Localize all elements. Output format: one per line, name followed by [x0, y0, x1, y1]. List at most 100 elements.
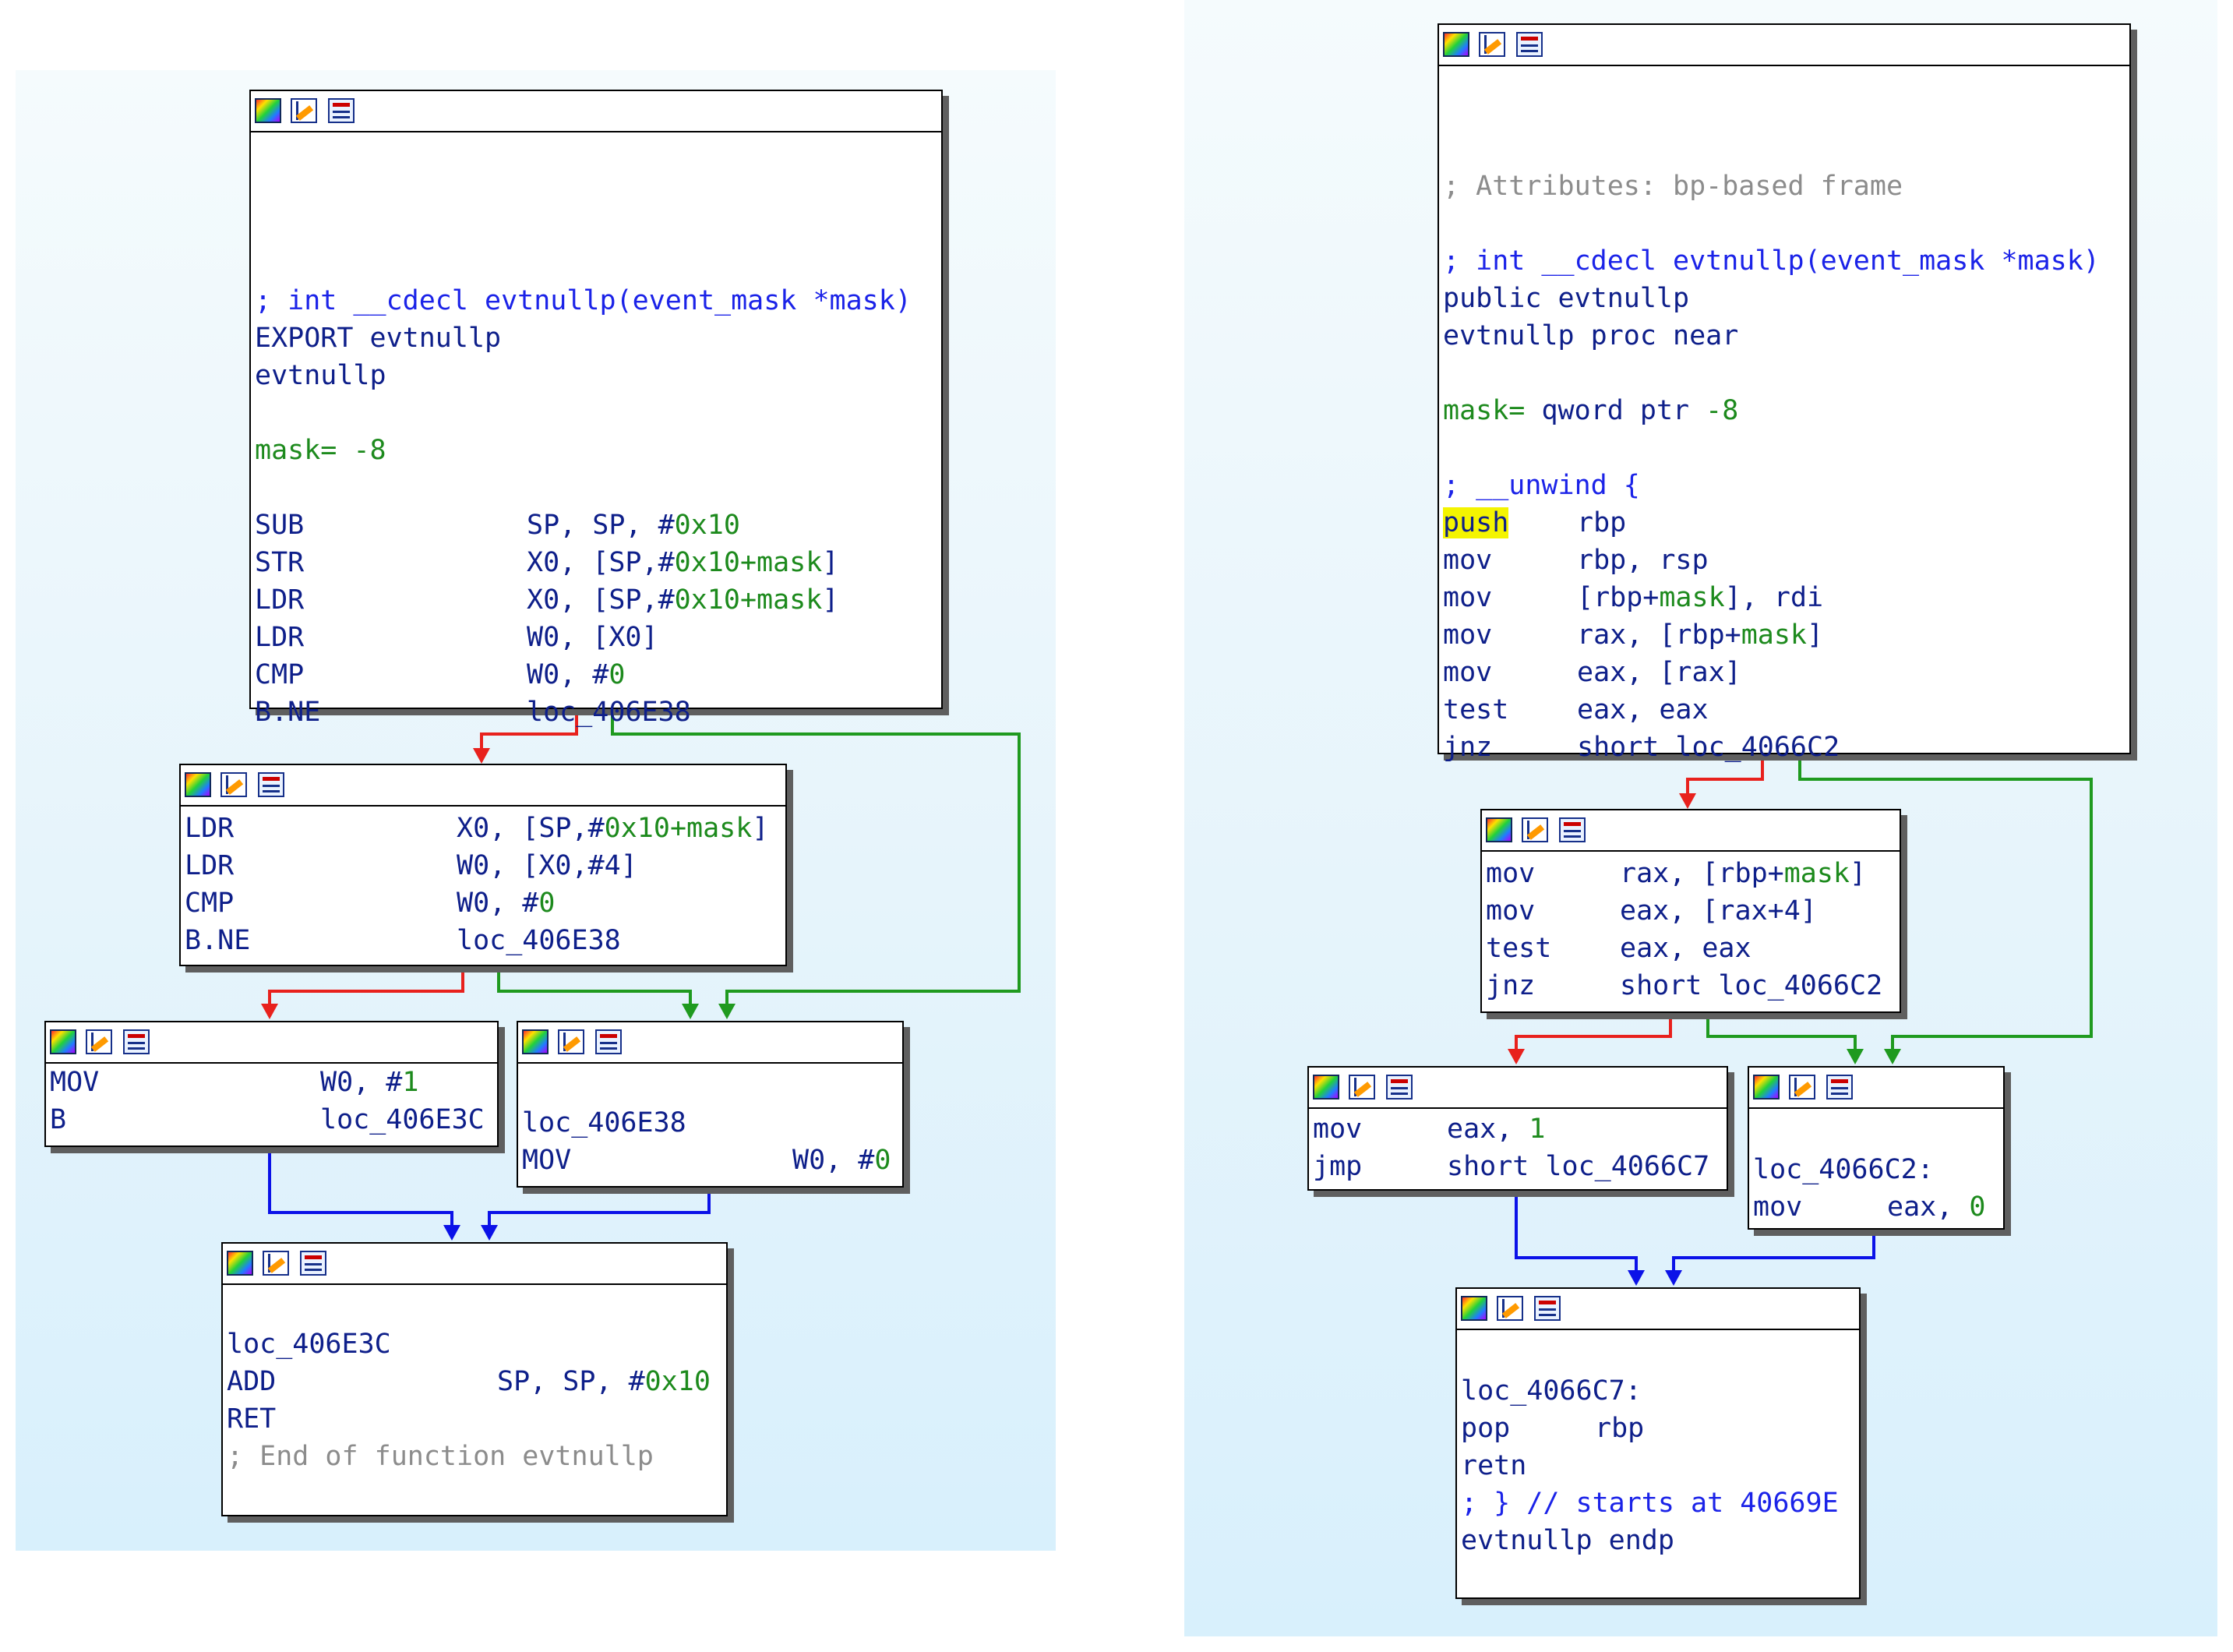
arm-block-entry[interactable]: ; int __cdecl evtnullp(event_mask *mask)…: [249, 90, 943, 728]
operand: rbp, rsp: [1577, 545, 1709, 576]
instr-mnemonic: test: [1443, 694, 1509, 725]
instr-mnemonic: jnz: [1486, 970, 1536, 1001]
operand-tail: ]: [822, 584, 839, 616]
edit-icon[interactable]: [1522, 817, 1548, 842]
operand[interactable]: short loc_4066C2: [1577, 732, 1840, 763]
operand: W0, #: [527, 659, 609, 690]
xref-icon[interactable]: [1534, 1296, 1561, 1321]
instr-operands: W0, #0: [527, 656, 625, 694]
export-line: EXPORT evtnullp: [255, 319, 501, 357]
graph-color-icon[interactable]: [1461, 1296, 1487, 1321]
xref-icon[interactable]: [123, 1029, 150, 1054]
proc-line[interactable]: evtnullp proc near: [1443, 320, 1739, 351]
arm-block-epilogue[interactable]: loc_406E3C ADD SP, SP, #0x10 RET ; End o…: [221, 1242, 728, 1516]
function-label[interactable]: evtnullp: [255, 360, 386, 391]
operand[interactable]: short loc_4066C2: [1620, 970, 1883, 1001]
block-header: [1439, 25, 2129, 66]
arrowhead: [1679, 793, 1696, 809]
operand: W0, [X0,#4]: [457, 850, 637, 881]
location-label[interactable]: loc_406E38: [522, 1107, 686, 1138]
graph-color-icon[interactable]: [1443, 32, 1469, 57]
operand[interactable]: short loc_4066C7: [1447, 1151, 1710, 1182]
branch-target[interactable]: loc_406E38: [457, 922, 621, 959]
instr-mnemonic: RET: [227, 1403, 277, 1435]
xref-icon[interactable]: [1516, 32, 1543, 57]
arrowhead: [481, 1225, 498, 1241]
instr-mnemonic: CMP: [185, 888, 235, 919]
arm-block-return-one[interactable]: MOV W0, #1 B loc_406E3C: [44, 1021, 499, 1147]
location-label[interactable]: loc_4066C2:: [1753, 1154, 1934, 1185]
operand-var: mask: [1659, 582, 1725, 613]
instr-mnemonic: mov: [1753, 1191, 1803, 1223]
edit-icon[interactable]: [86, 1029, 112, 1054]
xref-icon[interactable]: [258, 772, 284, 797]
graph-color-icon[interactable]: [522, 1029, 549, 1054]
graph-color-icon[interactable]: [1753, 1075, 1780, 1100]
edit-icon[interactable]: [263, 1251, 289, 1276]
graph-color-icon[interactable]: [255, 98, 281, 123]
graph-color-icon[interactable]: [50, 1029, 76, 1054]
xref-icon[interactable]: [300, 1251, 326, 1276]
operand[interactable]: loc_406E3C: [320, 1104, 485, 1135]
edit-icon[interactable]: [1789, 1075, 1815, 1100]
instr-operands: W0, [X0,#4]: [457, 847, 637, 884]
arm-block-return-zero[interactable]: loc_406E38 MOV W0, #0: [517, 1021, 904, 1188]
operand: eax, [rax+4]: [1620, 895, 1817, 927]
x64-block-check2[interactable]: mov rax, [rbp+mask] mov eax, [rax+4] tes…: [1480, 809, 1901, 1013]
arm-block-check2[interactable]: LDR X0, [SP,#0x10+mask] LDR W0, [X0,#4] …: [179, 764, 787, 966]
instr-mnemonic: jnz: [1443, 732, 1493, 763]
edit-icon[interactable]: [291, 98, 317, 123]
arrowhead: [1847, 1049, 1864, 1064]
function-signature: ; int __cdecl evtnullp(event_mask *mask): [255, 285, 912, 316]
operand: W0, [X0]: [527, 622, 658, 653]
export-name: evtnullp: [369, 323, 502, 354]
unwind-comment: ; __unwind {: [1443, 470, 1640, 501]
operand[interactable]: loc_406E38: [457, 925, 621, 956]
operand: rbp: [1577, 507, 1627, 538]
graph-color-icon[interactable]: [185, 772, 211, 797]
graph-color-icon[interactable]: [1313, 1075, 1339, 1100]
edit-icon[interactable]: [1497, 1296, 1523, 1321]
xref-icon[interactable]: [328, 98, 355, 123]
xref-icon[interactable]: [1559, 817, 1586, 842]
block-header: [181, 765, 785, 807]
branch-target[interactable]: short loc_4066C2: [1620, 967, 1882, 1004]
edit-icon[interactable]: [1349, 1075, 1375, 1100]
operand[interactable]: loc_406E38: [527, 697, 691, 728]
graph-color-icon[interactable]: [1486, 817, 1512, 842]
edit-icon[interactable]: [558, 1029, 584, 1054]
xref-icon[interactable]: [595, 1029, 622, 1054]
edit-icon[interactable]: [220, 772, 247, 797]
x64-block-epilogue[interactable]: loc_4066C7: pop rbp retn ; } // starts a…: [1455, 1287, 1861, 1599]
branch-target[interactable]: short loc_4066C7: [1447, 1148, 1709, 1185]
branch-target[interactable]: loc_406E3C: [320, 1101, 485, 1138]
operand: W0, #: [792, 1145, 875, 1176]
operand: SP, SP, #: [527, 510, 675, 541]
operand-tail: ]: [1807, 620, 1824, 651]
operand-tail: ]: [752, 813, 769, 844]
operand: W0, #: [320, 1067, 403, 1098]
xref-icon[interactable]: [1826, 1075, 1853, 1100]
operand-imm: 0: [874, 1145, 891, 1176]
operand: eax, [rax]: [1577, 657, 1741, 688]
instr-operands: X0, [SP,#0x10+mask]: [527, 581, 838, 619]
location-label[interactable]: loc_406E3C: [227, 1329, 391, 1360]
arrowhead: [1628, 1270, 1645, 1286]
operand-imm: 0x10: [674, 510, 740, 541]
var-offset: -8: [353, 435, 386, 466]
x64-block-entry[interactable]: ; Attributes: bp-based frame ; int __cde…: [1438, 23, 2131, 763]
instr-mnemonic: mov: [1443, 545, 1493, 576]
graph-color-icon[interactable]: [227, 1251, 253, 1276]
branch-target[interactable]: short loc_4066C2: [1577, 729, 1840, 766]
arrowhead: [473, 748, 490, 764]
branch-target[interactable]: loc_406E38: [527, 694, 691, 731]
operand-var: mask: [1783, 858, 1850, 889]
instr-mnemonic: MOV: [50, 1067, 100, 1098]
x64-block-return-zero[interactable]: loc_4066C2: mov eax, 0: [1748, 1066, 2005, 1230]
instr-mnemonic: LDR: [185, 813, 235, 844]
location-label[interactable]: loc_4066C7:: [1461, 1375, 1642, 1407]
xref-icon[interactable]: [1386, 1075, 1413, 1100]
arrowhead: [682, 1004, 699, 1019]
x64-block-return-one[interactable]: mov eax, 1 jmp short loc_4066C7: [1307, 1066, 1728, 1191]
edit-icon[interactable]: [1479, 32, 1505, 57]
